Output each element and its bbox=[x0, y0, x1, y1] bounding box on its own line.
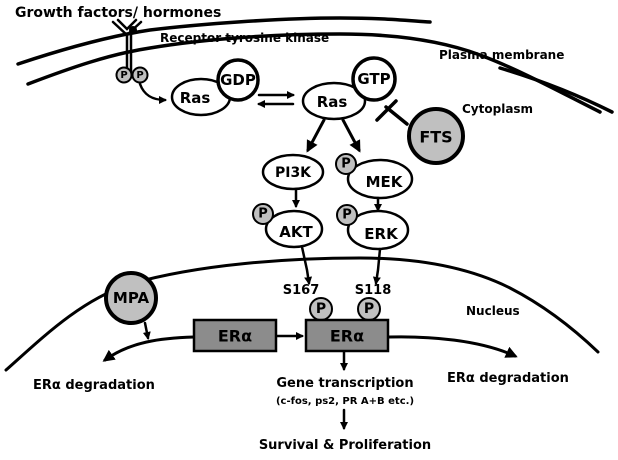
akt-phospho: P bbox=[252, 203, 274, 225]
s167-label: S167 bbox=[283, 283, 320, 298]
svg-text:P: P bbox=[120, 70, 127, 81]
s118-phospho: P bbox=[357, 297, 381, 321]
gdp-node: GDP bbox=[216, 58, 260, 102]
plasma-membrane-inner bbox=[26, 32, 602, 114]
fts-inhibition-bar bbox=[375, 99, 398, 122]
svg-text:ERα: ERα bbox=[330, 327, 364, 346]
svg-text:MEK: MEK bbox=[366, 173, 404, 191]
cytoplasm-label: Cytoplasm bbox=[462, 102, 533, 116]
degradation-left-label: ERα degradation bbox=[33, 378, 155, 393]
svg-text:Ras: Ras bbox=[180, 89, 211, 107]
mpa-node: MPA bbox=[104, 271, 158, 325]
era-inactive-box: ERα bbox=[192, 318, 278, 353]
svg-text:FTS: FTS bbox=[419, 128, 452, 147]
gene-examples-label: (c-fos, ps2, PR A+B etc.) bbox=[276, 396, 414, 407]
akt-to-s167-arrow bbox=[300, 245, 313, 285]
erk-to-s118-arrow bbox=[372, 247, 382, 285]
s118-label: S118 bbox=[355, 283, 392, 298]
nuclear-envelope bbox=[4, 256, 600, 372]
erk-phospho: P bbox=[336, 204, 358, 226]
receptor-to-ras-arrow bbox=[138, 82, 167, 104]
mek-node: MEK bbox=[346, 158, 414, 200]
era-to-degradation-left-arrow bbox=[102, 335, 196, 362]
svg-text:P: P bbox=[258, 207, 268, 222]
svg-text:PI3K: PI3K bbox=[275, 165, 312, 181]
plasma-membrane-outer bbox=[16, 16, 432, 66]
degradation-right-label: ERα degradation bbox=[447, 371, 569, 386]
receptor-label: Receptor tyrosine kinase bbox=[160, 31, 329, 45]
receptor-phospho-2: P bbox=[131, 66, 149, 84]
ligand-icon bbox=[129, 26, 137, 34]
ras-to-mek-arrow bbox=[341, 118, 361, 153]
plasma-membrane-label: Plasma membrane bbox=[439, 48, 564, 62]
svg-text:P: P bbox=[364, 301, 374, 317]
nucleus-label: Nucleus bbox=[466, 304, 520, 318]
pi3k-node: PI3K bbox=[261, 153, 325, 191]
ras-to-pi3k-arrow bbox=[306, 118, 326, 153]
erk-node: ERK bbox=[346, 209, 410, 251]
growth-factors-label: Growth factors/ hormones bbox=[15, 5, 221, 21]
era-active-box: ERα bbox=[304, 318, 390, 353]
outcome-label: Survival & Proliferation bbox=[259, 438, 431, 453]
svg-text:GDP: GDP bbox=[220, 71, 256, 89]
svg-text:MPA: MPA bbox=[113, 289, 150, 307]
svg-text:Ras: Ras bbox=[317, 93, 348, 111]
fts-node: FTS bbox=[407, 107, 465, 165]
mek-phospho: P bbox=[335, 153, 357, 175]
svg-text:P: P bbox=[342, 208, 352, 223]
akt-node: AKT bbox=[264, 209, 324, 249]
svg-text:ERK: ERK bbox=[364, 225, 399, 243]
svg-text:P: P bbox=[341, 157, 351, 172]
ras-gdp-node: Ras bbox=[170, 77, 232, 117]
svg-text:P: P bbox=[316, 301, 326, 317]
ras-gtp-node: Ras bbox=[301, 81, 367, 121]
receptor-phospho-1: P bbox=[115, 66, 133, 84]
mpa-to-degradation-arrow bbox=[142, 321, 151, 340]
svg-text:AKT: AKT bbox=[279, 223, 313, 241]
gene-transcription-label: Gene transcription bbox=[276, 376, 413, 391]
plasma-membrane-outer-right bbox=[498, 66, 614, 114]
svg-text:P: P bbox=[136, 70, 143, 81]
gtp-node: GTP bbox=[351, 56, 397, 102]
receptor-tyrosine-kinase-icon bbox=[111, 18, 143, 74]
svg-text:GTP: GTP bbox=[357, 70, 390, 88]
svg-text:ERα: ERα bbox=[218, 327, 252, 346]
era-to-degradation-right-arrow bbox=[387, 335, 518, 358]
s167-phospho: P bbox=[309, 297, 333, 321]
